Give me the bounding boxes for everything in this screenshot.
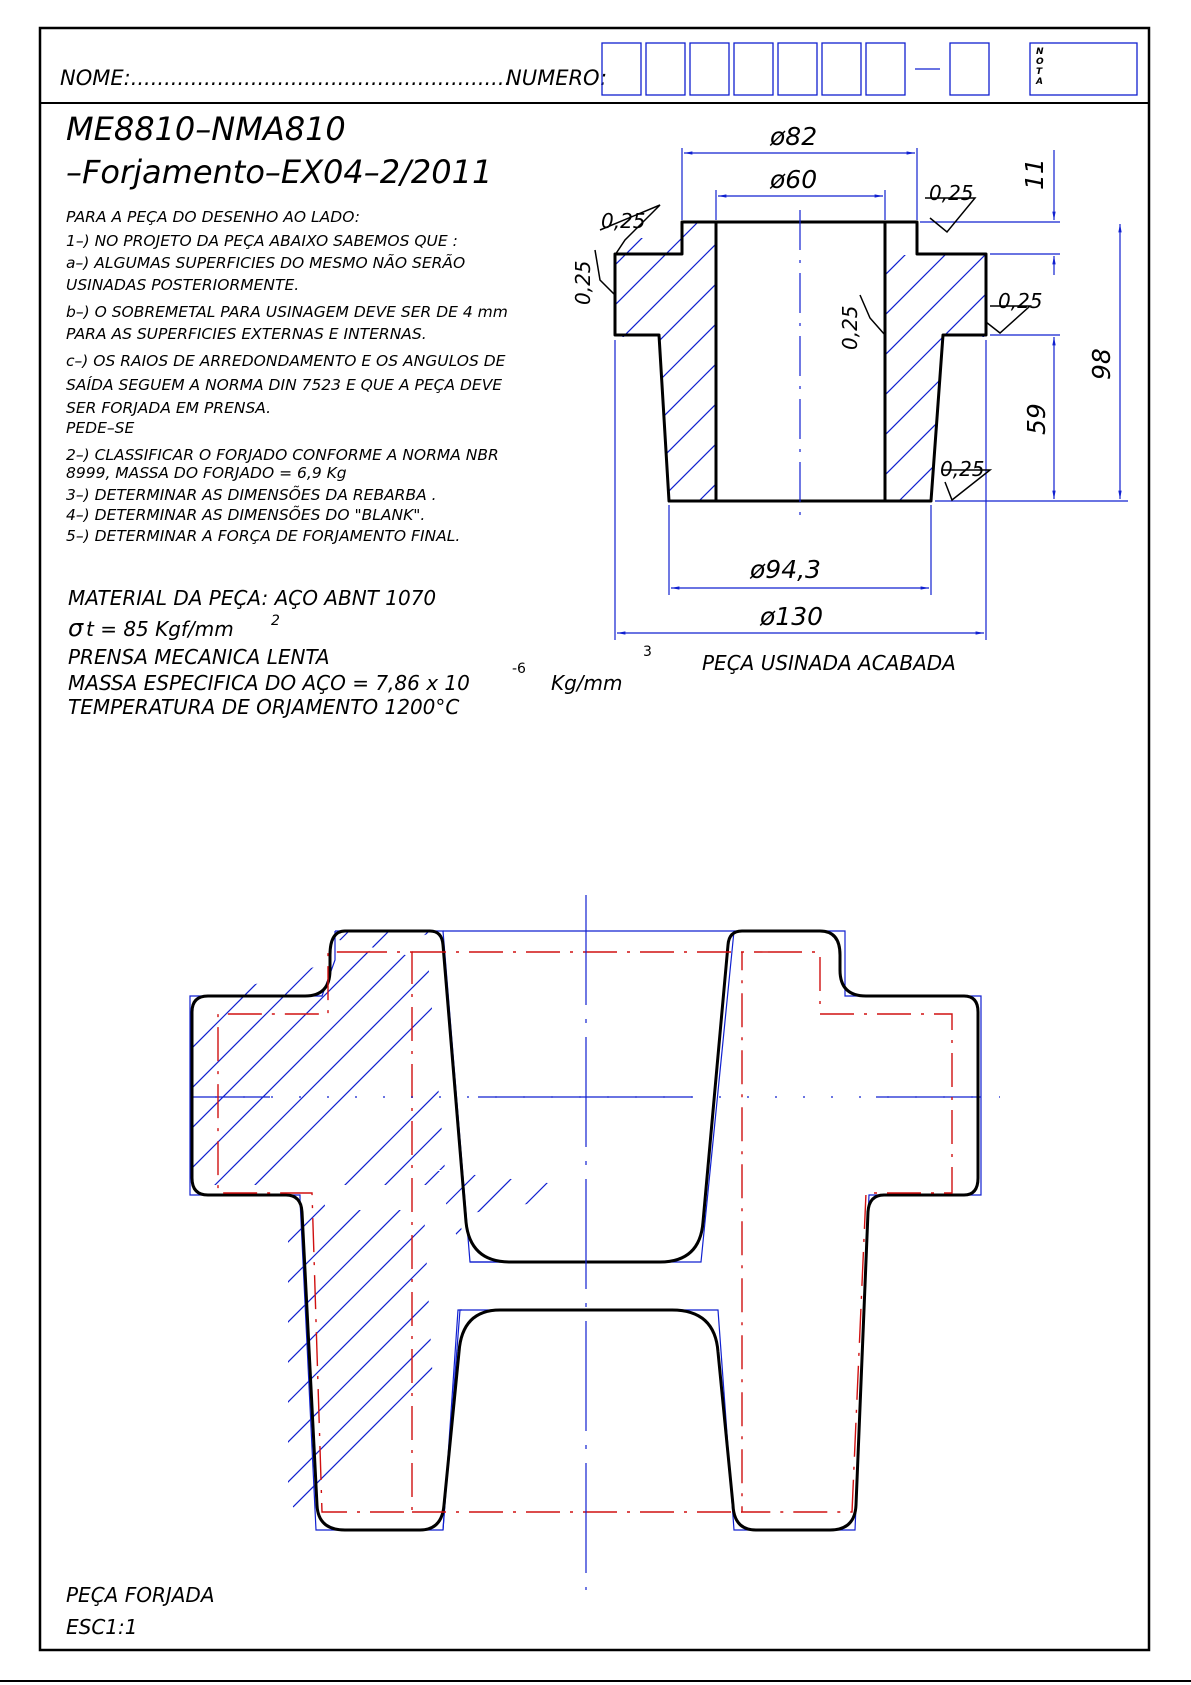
svg-text:5–) DETERMINAR A FORÇA DE FORJ: 5–) DETERMINAR A FORÇA DE FORJAMENTO FIN… — [66, 527, 460, 545]
svg-text:a–) ALGUMAS SUPERFICIES DO MES: a–) ALGUMAS SUPERFICIES DO MESMO NÃO SER… — [66, 253, 465, 272]
svg-text:USINADAS POSTERIORMENTE.: USINADAS POSTERIORMENTE. — [66, 276, 299, 294]
material-data: MATERIAL DA PEÇA: AÇO ABNT 1070 σ t = 85… — [68, 586, 652, 719]
roughness-mark-1 — [599, 204, 661, 256]
dim-h11: 11 — [1020, 158, 1049, 190]
numero-box-2[interactable] — [645, 42, 686, 96]
course-title: ME8810–NMA810 — [66, 110, 346, 148]
roughness-mark-2 — [594, 249, 616, 296]
nota-box[interactable] — [1029, 42, 1138, 96]
machined-part-caption: PEÇA USINADA ACABADA — [702, 651, 956, 675]
svg-text:MASSA ESPECIFICA DO AÇO = 7,: MASSA ESPECIFICA DO AÇO = 7,86 x 10 — [68, 671, 470, 695]
roughness-5: 0,25 — [998, 289, 1043, 313]
svg-text:c–) OS RAIOS DE ARREDONDAMENTO: c–) OS RAIOS DE ARREDONDAMENTO E OS ANGU… — [66, 352, 506, 370]
numero-label: NUMERO: — [506, 66, 607, 90]
svg-text:PARA A PEÇA DO DESENHO AO LADO: PARA A PEÇA DO DESENHO AO LADO: — [66, 208, 360, 226]
svg-text:A: A — [1035, 77, 1043, 87]
svg-text:PEDE–SE: PEDE–SE — [66, 419, 134, 437]
forged-part-caption: PEÇA FORJADA — [66, 1583, 215, 1607]
roughness-symbols — [594, 197, 1032, 502]
roughness-mark-5 — [985, 305, 1032, 334]
roughness-3: 0,25 — [838, 305, 862, 350]
roughness-mark-4 — [925, 197, 977, 234]
svg-text:TEMPERATURA DE ORJAMENTO 1200°: TEMPERATURA DE ORJAMENTO 1200°C — [68, 695, 459, 719]
svg-text:3–) DETERMINAR AS DIMENSÕES DA: 3–) DETERMINAR AS DIMENSÕES DA REBARBA . — [66, 485, 437, 504]
roughness-1: 0,25 — [601, 209, 646, 233]
svg-text:PARA AS SUPERFICIES EXTERNAS E: PARA AS SUPERFICIES EXTERNAS E INTERNAS. — [66, 325, 427, 343]
numero-box-check[interactable] — [949, 42, 990, 96]
svg-text:Kg/mm: Kg/mm — [551, 671, 623, 695]
dim-d130: ø130 — [759, 602, 823, 631]
forged-part-section — [189, 895, 1000, 1590]
nome-label: NOME:...................................… — [60, 66, 511, 90]
svg-text:SAÍDA SEGUEM A NORMA DIN 7523: SAÍDA SEGUEM A NORMA DIN 7523 E QUE A PE… — [66, 375, 502, 394]
numero-box-1[interactable] — [601, 42, 642, 96]
numero-box-4[interactable] — [733, 42, 774, 96]
exercise-statement: PARA A PEÇA DO DESENHO AO LADO: 1–) NO P… — [66, 208, 508, 545]
numero-box-7[interactable] — [865, 42, 906, 96]
svg-text:MATERIAL DA PEÇA: AÇO ABNT 107: MATERIAL DA PEÇA: AÇO ABNT 1070 — [68, 586, 436, 610]
svg-text:SER FORJADA EM PRENSA.: SER FORJADA EM PRENSA. — [66, 399, 271, 417]
machined-part-section — [613, 210, 988, 515]
svg-text:3: 3 — [643, 644, 652, 660]
sheet-border — [38, 26, 1151, 1652]
dim-h98: 98 — [1087, 348, 1116, 380]
svg-text:O: O — [1036, 57, 1044, 67]
dim-d60: ø60 — [769, 165, 817, 194]
svg-text:2: 2 — [271, 613, 280, 629]
numero-box-6[interactable] — [821, 42, 862, 96]
nota-label: N O T A — [1035, 47, 1044, 87]
svg-text:t = 85 Kgf/mm: t = 85 Kgf/mm — [86, 617, 234, 641]
svg-text:b–) O SOBREMETAL PARA USINAGEM: b–) O SOBREMETAL PARA USINAGEM DEVE SER … — [66, 303, 508, 321]
svg-text:σ: σ — [68, 614, 84, 642]
scale-caption: ESC1:1 — [66, 1615, 137, 1639]
roughness-6: 0,25 — [940, 457, 985, 481]
roughness-4: 0,25 — [929, 181, 974, 205]
dim-d94: ø94,3 — [749, 555, 821, 584]
svg-text:8999, MASSA DO FORJADO = 6,9 K: 8999, MASSA DO FORJADO = 6,9 Kg — [66, 464, 347, 482]
svg-text:4–) DETERMINAR AS DIMENSÕES DO: 4–) DETERMINAR AS DIMENSÕES DO "BLANK". — [66, 505, 425, 524]
numero-box-5[interactable] — [777, 42, 818, 96]
roughness-mark-6 — [943, 469, 993, 502]
top-dimensions — [614, 148, 1128, 640]
svg-text:N: N — [1036, 47, 1044, 57]
dim-h59: 59 — [1022, 403, 1051, 435]
svg-text:1–) NO PROJETO DA PEÇA ABAIXO: 1–) NO PROJETO DA PEÇA ABAIXO SABEMOS QU… — [66, 232, 458, 250]
dim-d82: ø82 — [769, 122, 817, 151]
svg-text:2–) CLASSIFICAR O FORJADO CONF: 2–) CLASSIFICAR O FORJADO CONFORME A NOR… — [66, 446, 499, 464]
svg-text:T: T — [1036, 67, 1043, 77]
svg-text:PRENSA MECANICA LENTA: PRENSA MECANICA LENTA — [68, 645, 330, 669]
numero-box-3[interactable] — [689, 42, 730, 96]
svg-text:-6: -6 — [512, 661, 526, 677]
roughness-2: 0,25 — [571, 260, 595, 305]
numero-boxes — [601, 42, 1138, 96]
exercise-title: –Forjamento–EX04–2/2011 — [66, 153, 492, 191]
roughness-mark-3 — [859, 294, 886, 336]
